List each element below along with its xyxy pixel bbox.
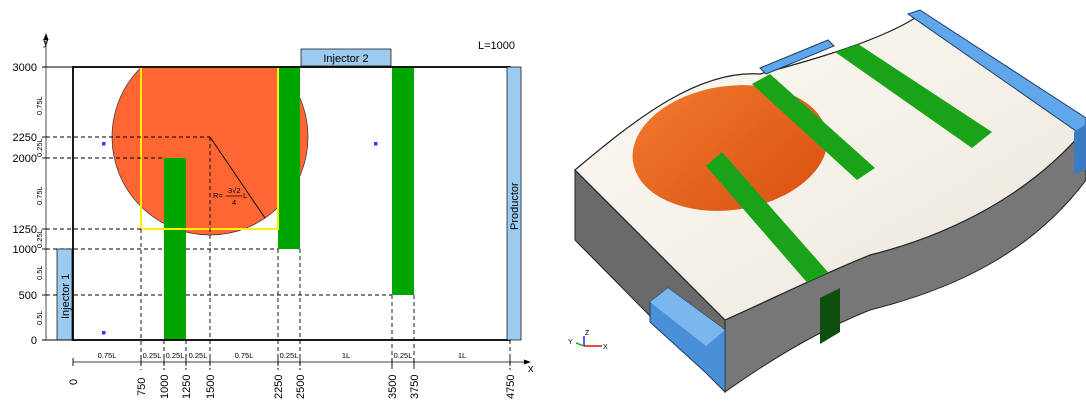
axis-x-label: X: [603, 344, 608, 351]
injector-3d-2: [759, 39, 835, 75]
x-axis-label: x: [528, 363, 534, 375]
x-tick: 750: [136, 378, 148, 396]
x-tick: 3500: [387, 375, 399, 399]
axis-triad: X Z Y: [568, 330, 608, 351]
fracture-3d-1: [706, 152, 842, 302]
radius-den: 4: [232, 198, 236, 207]
marker: [102, 142, 106, 146]
y-tick: 500: [19, 290, 37, 302]
y-tick: 1250: [13, 224, 37, 236]
fracture-2: [278, 67, 300, 249]
axis-z-label: Z: [585, 330, 590, 337]
y-axis-label: y: [43, 36, 49, 48]
x-tick: 2250: [273, 375, 285, 399]
y-dim: 0.25L: [35, 229, 44, 248]
y-dim: 0.75L: [35, 186, 44, 205]
orange-region-3d: [632, 85, 828, 211]
x-tick: 1250: [181, 375, 193, 399]
x-dim: 0.25L: [280, 351, 299, 360]
y-dim: 0.25L: [35, 138, 44, 157]
y-tick: 2000: [13, 153, 37, 165]
injector-2-bar: [300, 48, 392, 67]
y-tick: 3000: [13, 62, 37, 74]
fracture-1: [164, 158, 186, 340]
x-tick: 1500: [205, 375, 217, 399]
producer-label: Productor: [509, 182, 521, 230]
y-tick: 1000: [13, 244, 37, 256]
y-dim: 0.5L: [35, 310, 44, 325]
marker: [374, 142, 378, 146]
left-diagram: R= 3√2 4 L Injector 1 Injector 2 Product…: [13, 33, 534, 399]
marker: [102, 331, 106, 335]
x-tick: 4750: [505, 375, 517, 399]
x-tick: 3750: [409, 375, 421, 399]
axis-y-label: Y: [568, 339, 573, 346]
x-dim: 0.25L: [394, 351, 413, 360]
x-dim: 0.25L: [143, 351, 162, 360]
y-dim: 0.5L: [35, 265, 44, 280]
injector-2-label: Injector 2: [323, 53, 368, 65]
x-tick: 1000: [159, 375, 171, 399]
radius-label: R=: [213, 191, 223, 200]
right-3d-view: X Z Y: [568, 9, 1086, 394]
fracture-3: [392, 67, 414, 295]
x-dim: 0.25L: [189, 351, 208, 360]
radius-num: 3√2: [228, 186, 240, 195]
producer-3d-side: [1074, 124, 1086, 174]
fracture-3d-2: [752, 74, 875, 180]
x-dim: 0.75L: [98, 351, 117, 360]
fracture-3d-1-side: [820, 288, 840, 344]
producer-bar: [506, 66, 522, 341]
scale-note: L=1000: [478, 40, 515, 52]
x-dim: 1L: [458, 351, 466, 360]
x-tick: 2500: [295, 375, 307, 399]
y-tick: 2250: [13, 132, 37, 144]
y-tick: 0: [31, 335, 37, 347]
x-dim: 0.25L: [166, 351, 185, 360]
x-dim: 0.75L: [235, 351, 254, 360]
radius-line: [209, 136, 266, 219]
x-dim: 1L: [342, 351, 350, 360]
injector-1-label: Injector 1: [60, 274, 72, 319]
x-tick: 0: [68, 379, 80, 385]
injector-3d-1-top: [650, 288, 725, 346]
fracture-3d-3: [835, 42, 992, 148]
y-dim: 0.75L: [35, 96, 44, 115]
radius-unit: L: [243, 191, 247, 200]
producer-3d: [906, 9, 1086, 139]
